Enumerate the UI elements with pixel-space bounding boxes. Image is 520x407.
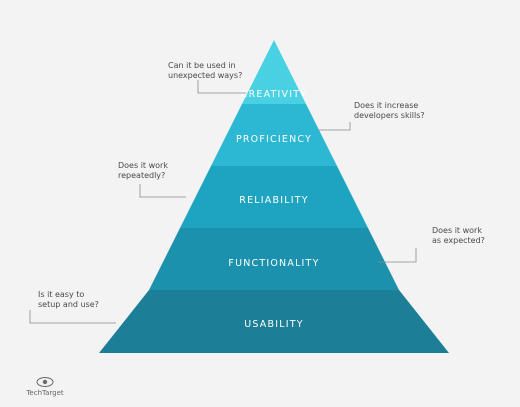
tier-functionality [149,228,399,290]
brand-name: TechTarget [26,389,64,397]
leader-line-proficiency [318,122,351,131]
tier-label-functionality: FUNCTIONALITY [228,258,319,269]
leader-line-reliability [139,184,186,198]
tier-reliability [180,166,368,228]
leader-lines [29,80,417,324]
tier-creativity [242,40,306,104]
leader-line-usability [29,310,116,324]
note-proficiency: Does it increase developers skills? [354,101,425,120]
note-functionality: Does it work as expected? [432,226,485,245]
note-reliability: Does it work repeatedly? [118,161,168,180]
tier-usability [99,290,449,353]
tier-proficiency [211,104,337,166]
tier-label-usability: USABILITY [244,319,303,330]
leader-line-functionality [378,248,417,263]
leader-line-creativity [197,80,246,94]
note-usability: Is it easy to setup and use? [38,290,99,309]
tier-label-proficiency: PROFICIENCY [236,134,312,145]
eye-logo-icon [36,377,54,387]
brand-logo: TechTarget [18,374,72,402]
tier-label-reliability: RELIABILITY [239,195,308,206]
tier-label-creativity: CREATIVITY [241,89,308,100]
note-creativity: Can it be used in unexpected ways? [168,61,243,80]
